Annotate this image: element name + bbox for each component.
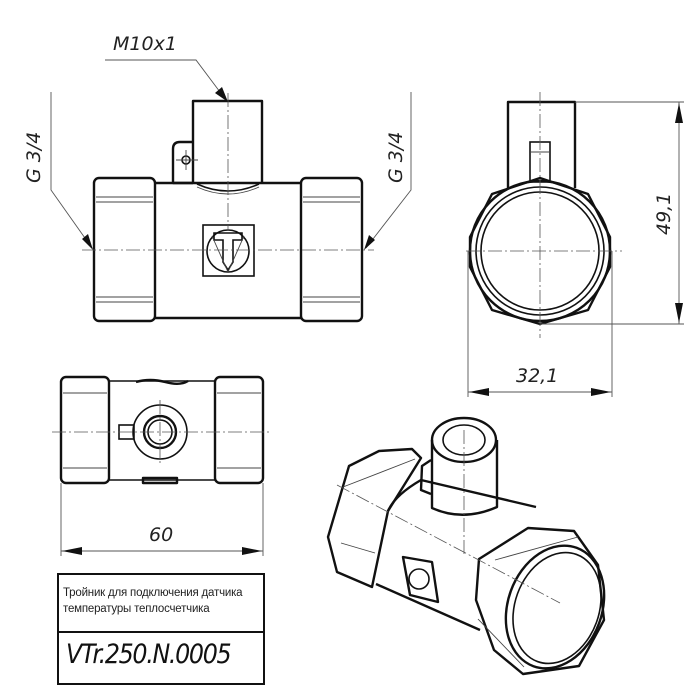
side-view (466, 92, 684, 397)
logo-box (202, 224, 255, 277)
sensor-boss (191, 99, 264, 183)
isometric-view (326, 416, 606, 676)
label-g34-right: G 3/4 (385, 132, 407, 183)
drawing-code: VTr.250.N.0005 (66, 639, 232, 670)
top-view (52, 375, 270, 556)
title-block-description: Тройник для подключения датчика температ… (59, 575, 263, 633)
label-dim-length: 60 (149, 524, 173, 546)
leader-g34-right (365, 92, 412, 249)
leader-g34-left (50, 92, 93, 249)
top-left-nut (59, 375, 111, 485)
label-g34-left: G 3/4 (23, 132, 45, 183)
iso-right-nut (474, 526, 606, 676)
top-bottom-flat (141, 476, 179, 485)
label-m10x1: M10x1 (113, 33, 177, 55)
top-right-nut (213, 375, 265, 485)
iso-boss (430, 440, 499, 516)
iso-logo (401, 555, 440, 604)
label-dim-width: 32,1 (516, 365, 558, 387)
side-boss (506, 100, 577, 188)
iso-left-nut (326, 447, 423, 589)
leader-m10x1 (105, 59, 227, 101)
description-line-2: температуры теплосчетчика (63, 603, 210, 615)
front-view (50, 59, 412, 323)
logo-t-icon (213, 232, 243, 272)
right-hex-nut (299, 176, 364, 323)
title-block: Тройник для подключения датчика температ… (57, 573, 265, 685)
label-dim-height: 49,1 (653, 193, 675, 235)
description-line-1: Тройник для подключения датчика (63, 587, 243, 599)
seal-lug (171, 140, 193, 185)
left-hex-nut (92, 176, 157, 323)
